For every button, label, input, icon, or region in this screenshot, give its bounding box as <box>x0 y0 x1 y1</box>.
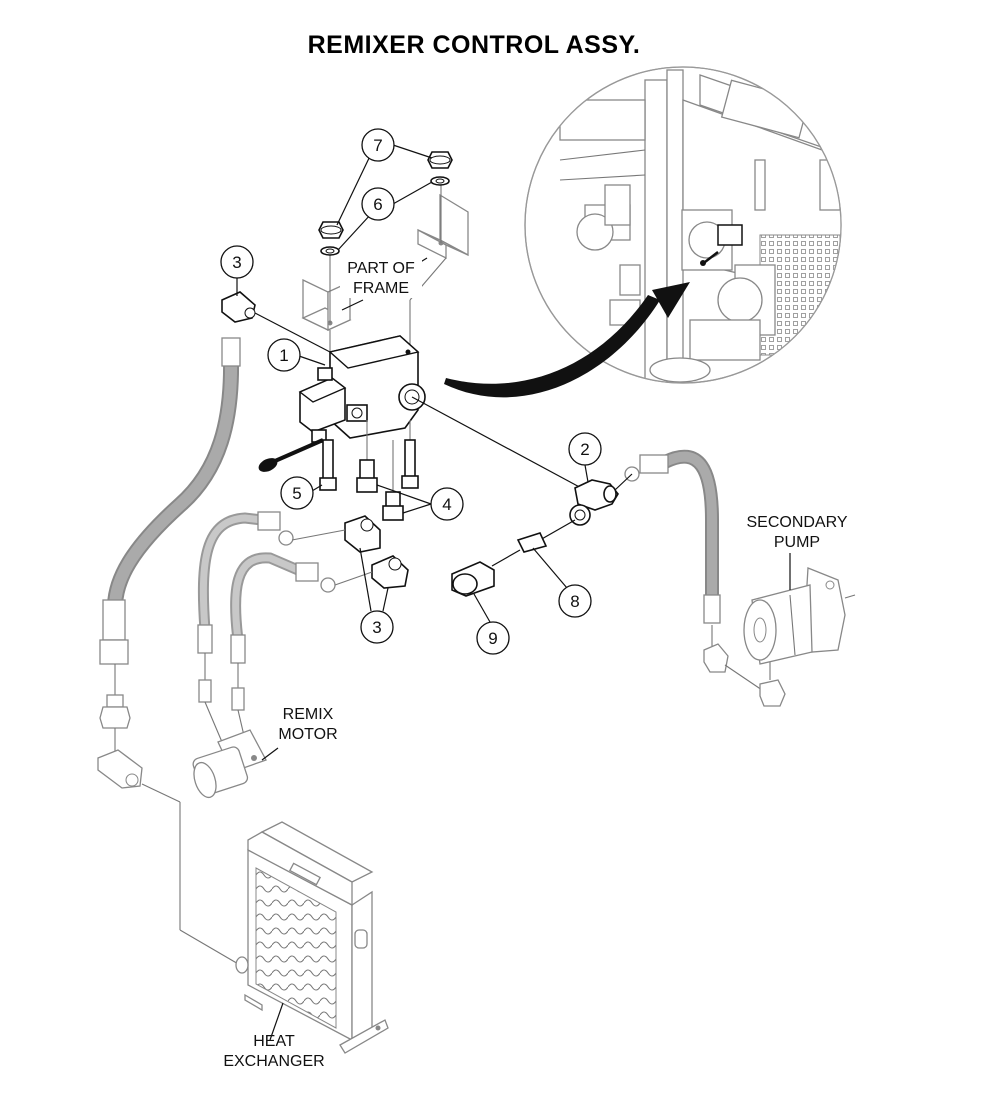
remix-motor <box>192 729 279 799</box>
label-secondary-pump: SECONDARY PUMP <box>746 514 847 551</box>
heat-exchanger <box>235 821 389 1054</box>
remixer-control-valve <box>258 257 447 472</box>
svg-text:PART OF: PART OF <box>347 260 415 277</box>
location-detail-view <box>524 66 842 384</box>
nut-and-washer-hardware <box>318 151 453 256</box>
heat-exchanger-line-fittings <box>97 653 246 966</box>
orifice-and-check-fittings <box>451 519 576 597</box>
svg-text:REMIX: REMIX <box>283 706 334 723</box>
callout-2: 2 <box>568 432 602 466</box>
callout-1: 1 <box>267 338 301 372</box>
svg-text:8: 8 <box>570 592 579 611</box>
callout-4: 4 <box>430 487 464 521</box>
callout-5: 5 <box>280 476 314 510</box>
tee-fitting <box>411 396 633 526</box>
location-arrow <box>444 282 690 398</box>
hydraulic-hoses <box>99 337 786 707</box>
callout-9: 9 <box>476 621 510 655</box>
callout-7: 7 <box>361 128 395 162</box>
diagram-title: REMIXER CONTROL ASSY. <box>308 31 641 59</box>
svg-text:9: 9 <box>488 629 497 648</box>
svg-text:FRAME: FRAME <box>353 280 409 297</box>
mounting-bolts <box>319 420 419 491</box>
label-part-of-frame: PART OF FRAME <box>340 256 422 298</box>
svg-text:6: 6 <box>373 195 382 214</box>
secondary-pump <box>743 553 856 665</box>
callout-3-upper: 3 <box>220 245 254 279</box>
svg-text:SECONDARY: SECONDARY <box>746 514 847 531</box>
svg-text:3: 3 <box>372 618 381 637</box>
label-heat-exchanger: HEAT EXCHANGER <box>223 1033 324 1070</box>
svg-text:4: 4 <box>442 495 451 514</box>
adapter-fittings <box>356 420 404 521</box>
svg-text:7: 7 <box>373 136 382 155</box>
callout-6: 6 <box>361 187 395 221</box>
svg-text:HEAT: HEAT <box>253 1033 295 1050</box>
svg-text:5: 5 <box>292 484 301 503</box>
label-remix-motor: REMIX MOTOR <box>278 706 337 743</box>
svg-text:MOTOR: MOTOR <box>278 726 337 743</box>
frame-brackets <box>301 185 469 332</box>
callout-3-lower: 3 <box>360 610 394 644</box>
svg-text:3: 3 <box>232 253 241 272</box>
elbow-fittings-lower <box>344 515 409 589</box>
svg-text:EXCHANGER: EXCHANGER <box>223 1053 324 1070</box>
svg-text:2: 2 <box>580 440 589 459</box>
elbow-fitting-upper <box>221 291 331 353</box>
svg-text:PUMP: PUMP <box>774 534 820 551</box>
callout-8: 8 <box>558 584 592 618</box>
svg-text:1: 1 <box>279 346 288 365</box>
